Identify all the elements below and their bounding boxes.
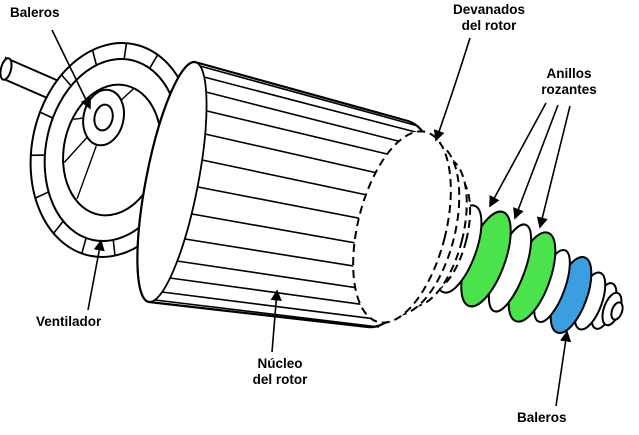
leader-fan — [87, 239, 105, 311]
leader-lines — [51, 29, 572, 407]
leader-slip-rings-2 — [513, 104, 559, 220]
label-fan: Ventilador — [36, 314, 102, 329]
winding-end-turns — [352, 130, 472, 324]
rotor-left-face — [136, 61, 208, 303]
shaft-end-rings — [435, 204, 624, 334]
leader-slip-rings-3 — [536, 105, 571, 229]
label-slip-rings: Anillos rozantes — [541, 66, 597, 97]
label-bearings-bottom: Baleros — [517, 410, 567, 425]
leader-rotor-windings — [433, 37, 471, 142]
leader-rotor-core — [270, 289, 282, 353]
label-rotor-core: Núcleo del rotor — [252, 356, 308, 387]
leader-bearings-top — [51, 29, 91, 110]
shaft-end-ring-3 — [610, 301, 624, 321]
label-bearings-top: Baleros — [10, 5, 60, 20]
label-rotor-windings: Devanados del rotor — [452, 2, 526, 33]
leader-bearings-bottom — [555, 330, 572, 407]
leader-slip-rings-1 — [489, 102, 547, 208]
